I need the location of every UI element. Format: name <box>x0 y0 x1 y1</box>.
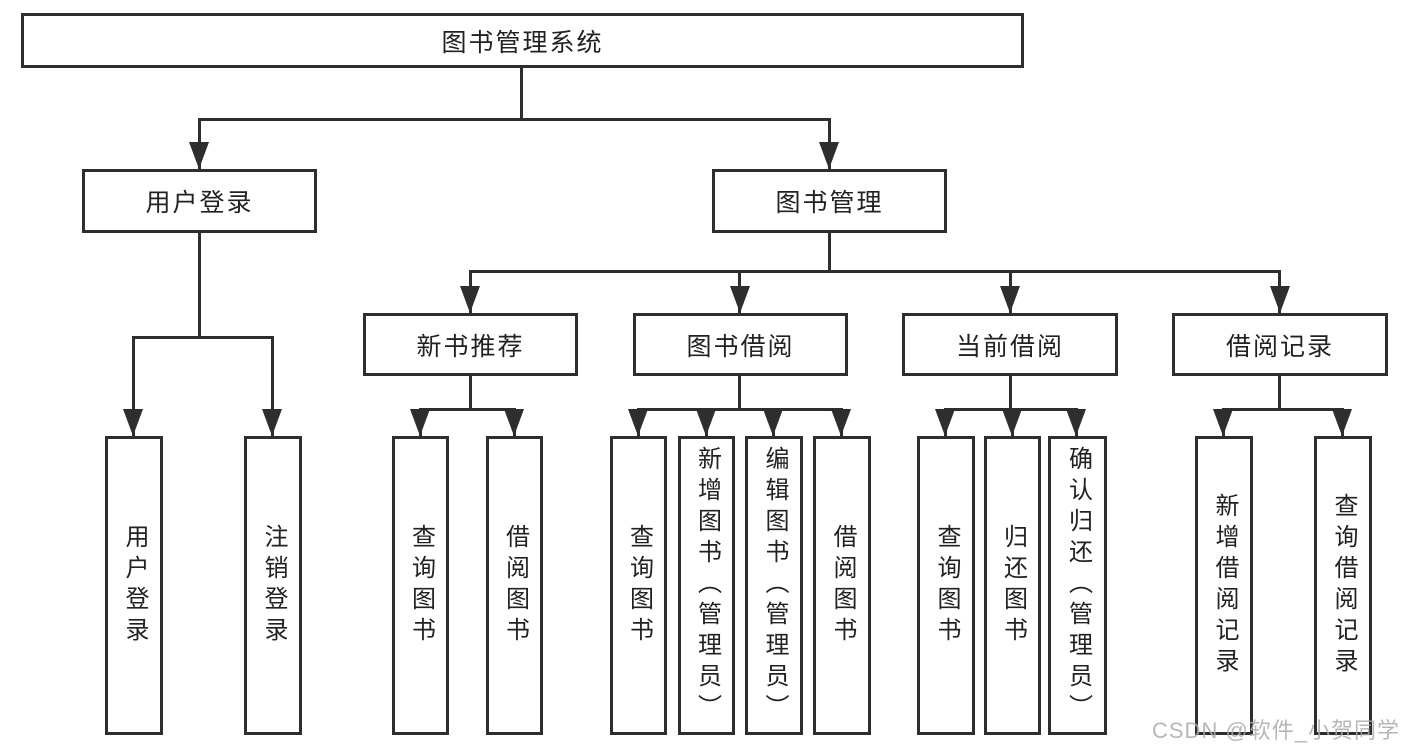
node-label: 图书管理 <box>775 189 884 217</box>
leaf-add-borrow-record: 新增借阅记录 <box>1195 436 1253 735</box>
node-book-borrow: 图书借阅 <box>633 313 848 376</box>
arrowhead-icon <box>1066 409 1086 436</box>
node-label: 借阅记录 <box>1225 332 1334 361</box>
leaf-logout: 注销登录 <box>244 436 302 735</box>
arrowhead-icon <box>831 409 851 436</box>
connector-group-hline <box>637 408 843 411</box>
connector-group-stem <box>738 376 741 411</box>
connector-book-mgmt-stem <box>828 233 831 273</box>
arrowhead-icon <box>730 286 750 313</box>
node-new-book-recommend: 新书推荐 <box>363 313 578 376</box>
arrowhead-icon <box>123 409 143 436</box>
arrowhead-icon <box>628 409 648 436</box>
connector-user-login-stem <box>198 233 201 337</box>
leaf-add-book-admin: 新增图书（管理员） <box>678 436 735 735</box>
node-label: 查询借阅记录 <box>1330 492 1357 679</box>
node-label: 归还图书 <box>999 523 1027 648</box>
leaf-confirm-return-admin: 确认归还（管理员） <box>1048 436 1107 735</box>
node-label: 用户登录 <box>145 189 254 217</box>
connector-group-hline <box>1222 408 1344 411</box>
connector-root-hline <box>198 118 831 121</box>
connector-group-hline <box>419 408 516 411</box>
node-user-login: 用户登录 <box>82 169 317 233</box>
node-label: 用户登录 <box>121 523 148 648</box>
arrowhead-icon <box>460 286 480 313</box>
arrowhead-icon <box>1000 286 1020 313</box>
node-label: 图书借阅 <box>686 332 795 361</box>
arrowhead-icon <box>1002 409 1022 436</box>
arrowhead-icon <box>1332 409 1352 436</box>
node-label: 当前借阅 <box>955 332 1064 361</box>
node-label: 查询图书 <box>625 523 653 648</box>
node-current-borrow: 当前借阅 <box>902 313 1118 376</box>
connector-root-stem <box>520 68 523 120</box>
node-label: 图书管理系统 <box>441 28 604 57</box>
connector-user-login-hline <box>132 336 274 339</box>
arrowhead-icon <box>262 409 282 436</box>
leaf-query-book-2: 查询图书 <box>610 436 667 735</box>
leaf-borrow-book-2: 借阅图书 <box>813 436 871 735</box>
arrowhead-icon <box>763 409 783 436</box>
node-label: 新增图书（管理员） <box>693 446 721 725</box>
connector-group-stem <box>1278 376 1281 411</box>
csdn-watermark: CSDN @软件_小贺同学 <box>1152 718 1401 743</box>
arrowhead-icon <box>504 409 524 436</box>
arrowhead-icon <box>696 409 716 436</box>
leaf-query-borrow-record: 查询借阅记录 <box>1314 436 1372 735</box>
node-label: 查询图书 <box>407 523 435 648</box>
node-library-system: 图书管理系统 <box>21 13 1024 68</box>
connector-book-mgmt-hline <box>469 270 1281 273</box>
leaf-query-book-3: 查询图书 <box>917 436 975 735</box>
leaf-edit-book-admin: 编辑图书（管理员） <box>745 436 803 735</box>
node-book-management: 图书管理 <box>712 169 947 233</box>
arrowhead-icon <box>410 409 430 436</box>
arrowhead-icon <box>935 409 955 436</box>
leaf-return-book: 归还图书 <box>984 436 1041 735</box>
node-label: 借阅图书 <box>829 523 856 648</box>
node-label: 编辑图书（管理员） <box>761 446 788 725</box>
arrowhead-icon <box>189 142 209 169</box>
leaf-borrow-book-1: 借阅图书 <box>486 436 543 735</box>
connector-arrow-line <box>271 336 274 436</box>
connector-group-stem <box>1009 376 1012 411</box>
node-label: 确认归还（管理员） <box>1064 446 1092 725</box>
arrowhead-icon <box>819 142 839 169</box>
node-label: 新书推荐 <box>416 332 525 361</box>
connector-arrow-line <box>132 336 135 436</box>
node-label: 注销登录 <box>260 523 287 648</box>
leaf-query-book-1: 查询图书 <box>392 436 449 735</box>
node-label: 新增借阅记录 <box>1211 492 1238 679</box>
arrowhead-icon <box>1270 286 1290 313</box>
node-borrow-records: 借阅记录 <box>1172 313 1388 376</box>
arrowhead-icon <box>1213 409 1233 436</box>
node-label: 查询图书 <box>933 523 960 648</box>
node-label: 借阅图书 <box>501 523 529 648</box>
leaf-user-login: 用户登录 <box>105 436 163 735</box>
connector-group-stem <box>469 376 472 411</box>
